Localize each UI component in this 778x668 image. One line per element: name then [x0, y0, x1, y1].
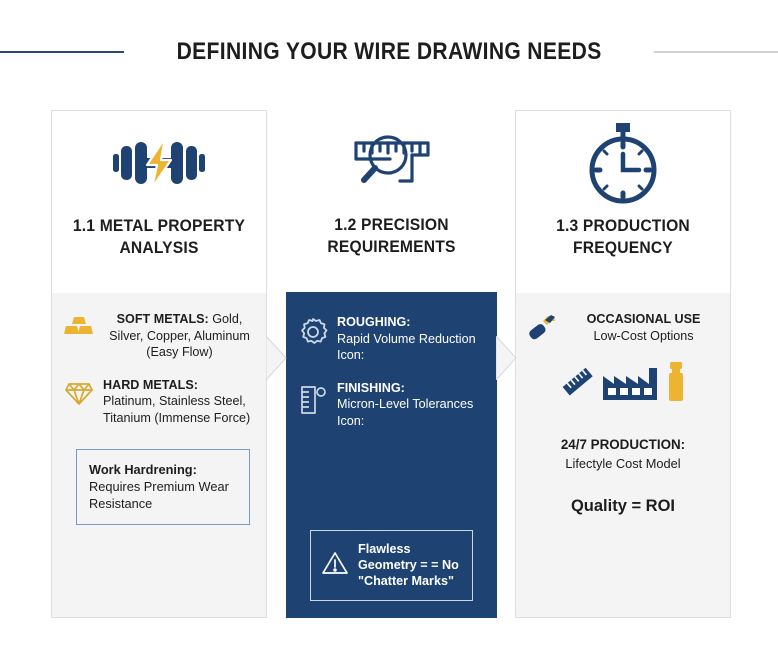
- feature-roughing: ROUGHING: Rapid Volume Reduction Icon:: [296, 314, 487, 364]
- chevron-right-icon-2: [495, 334, 518, 382]
- card-precision-requirements[interactable]: 1.2 PRECISION REQUIREMENTS ROUGHING:: [286, 110, 497, 618]
- feature-occasional-use: OCCASIONAL USE Low-Cost Options: [526, 311, 720, 344]
- block-24-7-production: 24/7 PRODUCTION: Lifectyle Cost Model: [526, 435, 720, 473]
- ruler-icon: [561, 366, 595, 403]
- gold-bars-icon: [62, 311, 96, 338]
- feature-soft-metals-value: Gold, Silver, Copper, Aluminum (Easy Flo…: [109, 312, 250, 360]
- card-3-header: 1.3 PRODUCTION FREQUENCY: [516, 111, 730, 293]
- feature-roughing-text: ROUGHING: Rapid Volume Reduction Icon:: [337, 314, 487, 364]
- card-3-body: OCCASIONAL USE Low-Cost Options: [516, 293, 730, 516]
- feature-soft-metals-text: SOFT METALS: Gold, Silver, Copper, Alumi…: [103, 311, 256, 361]
- gold-cylinder-icon: [667, 360, 685, 409]
- magnifier-ruler-icon: [344, 110, 440, 214]
- callout-flawless-geometry-text: Flawless Geometry = = No "Chatter Marks": [358, 541, 459, 589]
- feature-hard-metals-text: HARD METALS: Platinum, Stainless Steel, …: [103, 377, 256, 427]
- block-24-7-text: Lifectyle Cost Model: [565, 455, 681, 471]
- columns-container: 1.1 METAL PROPERTY ANALYSIS SOFT METALS:…: [0, 110, 778, 618]
- header-rule-right: [654, 51, 778, 53]
- stopwatch-icon: [582, 111, 664, 215]
- callout-work-hardening-text: Requires Premium Wear Resistance: [89, 479, 229, 512]
- feature-occasional-use-value: Low-Cost Options: [593, 328, 694, 343]
- diamond-icon: [62, 377, 96, 406]
- gear-icon: [296, 314, 330, 347]
- feature-hard-metals-label: HARD METALS:: [103, 377, 198, 392]
- feature-roughing-label: ROUGHING:: [337, 315, 411, 329]
- card-1-body: SOFT METALS: Gold, Silver, Copper, Alumi…: [52, 293, 266, 525]
- feature-roughing-value: Rapid Volume Reduction Icon:: [337, 331, 476, 363]
- feature-soft-metals-label: SOFT METALS:: [116, 312, 209, 326]
- card-2-body: ROUGHING: Rapid Volume Reduction Icon:: [286, 292, 497, 601]
- feature-finishing-value: Micron-Level Tolerances Icon:: [337, 397, 474, 429]
- callout-flawless-geometry: Flawless Geometry = = No "Chatter Marks": [310, 529, 473, 601]
- feature-occasional-use-text: OCCASIONAL USE Low-Cost Options: [567, 311, 720, 344]
- header-rule-left: [0, 51, 124, 53]
- page-header: DEFINING YOUR WIRE DRAWING NEEDS: [0, 34, 778, 70]
- feature-hard-metals-value: Platinum, Stainless Steel, Titanium (Imm…: [103, 394, 251, 426]
- feature-soft-metals: SOFT METALS: Gold, Silver, Copper, Alumi…: [62, 311, 256, 361]
- feature-finishing: FINISHING: Micron-Level Tolerances Icon:: [296, 380, 487, 430]
- feature-finishing-label: FINISHING:: [337, 380, 405, 395]
- wrench-icon: [526, 311, 560, 342]
- card-metal-property-analysis[interactable]: 1.1 METAL PROPERTY ANALYSIS SOFT METALS:…: [51, 110, 267, 618]
- card-2-title: 1.2 PRECISION REQUIREMENTS: [327, 215, 456, 257]
- page-title: DEFINING YOUR WIRE DRAWING NEEDS: [176, 38, 602, 65]
- callout-work-hardening-label: Work Hardrening:: [89, 461, 197, 477]
- card-1-title: 1.1 METAL PROPERTY ANALYSIS: [72, 216, 246, 258]
- card-3-title: 1.3 PRODUCTION FREQUENCY: [556, 216, 690, 258]
- block-24-7-label: 24/7 PRODUCTION:: [560, 437, 686, 453]
- callout-work-hardening: Work Hardrening: Requires Premium Wear R…: [76, 448, 250, 525]
- card-2-header: 1.2 PRECISION REQUIREMENTS: [286, 110, 497, 292]
- warning-triangle-icon: [321, 550, 349, 580]
- chevron-right-icon-1: [265, 334, 288, 382]
- production-icon-row: [526, 360, 720, 409]
- card-1-header: 1.1 METAL PROPERTY ANALYSIS: [52, 111, 266, 293]
- dumbbell-lightning-icon: [111, 111, 207, 215]
- card-production-frequency[interactable]: 1.3 PRODUCTION FREQUENCY: [515, 110, 731, 618]
- factory-icon: [601, 362, 661, 407]
- micrometer-icon: [296, 380, 330, 415]
- quality-roi-statement: Quality = ROI: [570, 497, 676, 516]
- feature-hard-metals: HARD METALS: Platinum, Stainless Steel, …: [62, 377, 256, 427]
- feature-finishing-text: FINISHING: Micron-Level Tolerances Icon:: [337, 380, 487, 430]
- feature-occasional-use-label: OCCASIONAL USE: [586, 312, 701, 326]
